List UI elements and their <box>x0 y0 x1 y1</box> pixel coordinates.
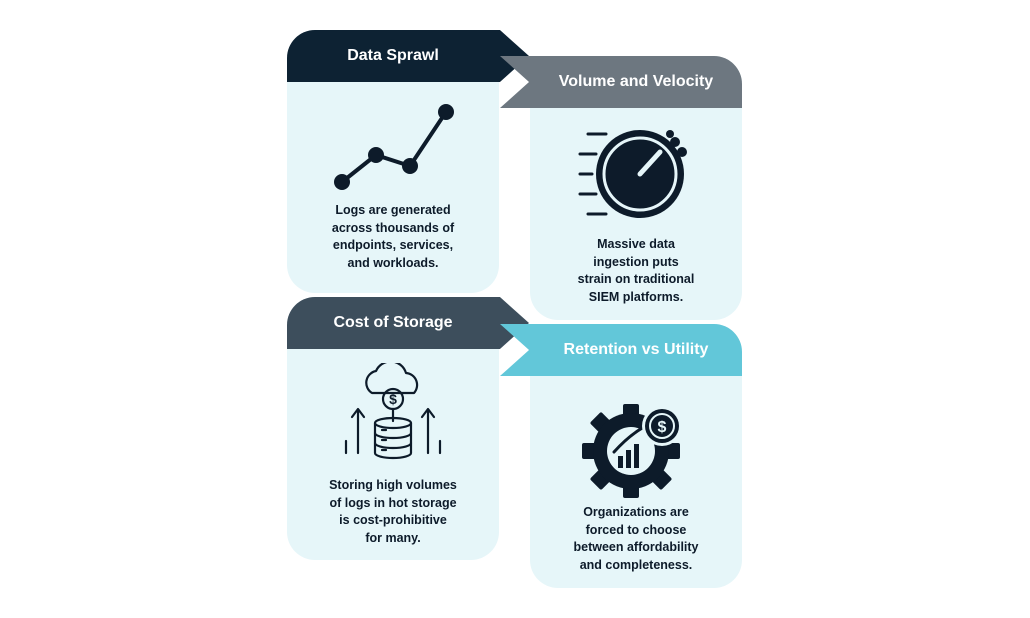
cloud-storage-cost-icon: $ <box>287 363 499 465</box>
svg-text:$: $ <box>658 419 667 436</box>
header-retention-utility: Retention vs Utility <box>500 324 742 376</box>
card-description: Logs are generated across thousands of e… <box>331 203 455 270</box>
speedometer-icon <box>530 126 742 222</box>
header-data-sprawl: Data Sprawl <box>287 30 529 82</box>
header-cost-storage: Cost of Storage <box>287 297 529 349</box>
card-retention-utility: $ Organizations are forced to choose bet… <box>530 324 742 588</box>
line-chart-icon <box>287 100 499 190</box>
card-description: Organizations are forced to choose betwe… <box>573 505 699 572</box>
header-volume-velocity: Volume and Velocity <box>500 56 742 108</box>
gear-dollar-chart-icon: $ <box>530 402 742 502</box>
svg-text:$: $ <box>389 391 397 407</box>
card-description: Massive data ingestion puts strain on tr… <box>577 237 695 304</box>
card-description: Storing high volumes of logs in hot stor… <box>329 478 457 545</box>
